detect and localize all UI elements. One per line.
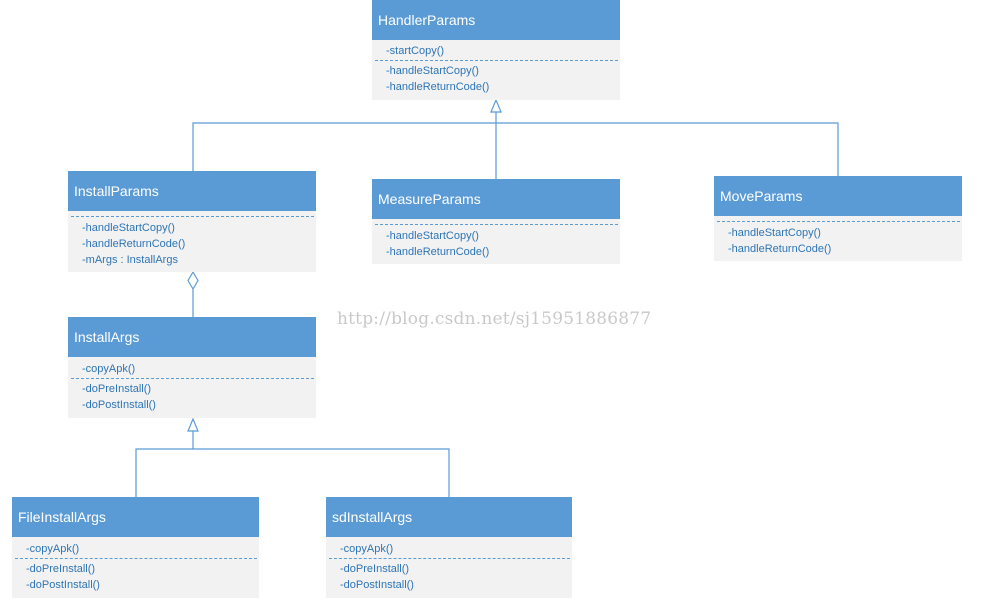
aggregation-diamond — [187, 270, 199, 291]
class-handler-params: HandlerParams -startCopy() -handleStartC… — [372, 0, 620, 100]
inherit-line-install-params — [192, 122, 496, 171]
member-divider — [71, 378, 314, 379]
member: -handleReturnCode() — [728, 243, 832, 255]
class-move-params: MoveParams -handleStartCopy() -handleRet… — [714, 176, 962, 261]
member-divider — [375, 224, 618, 225]
member: -handleReturnCode() — [386, 81, 490, 93]
member: -doPostInstall() — [340, 579, 414, 591]
member: -startCopy() — [386, 45, 445, 57]
member-divider — [375, 60, 618, 61]
class-file-install-args: FileInstallArgs -copyApk() -doPreInstall… — [12, 497, 259, 598]
inherit-line-move-params — [496, 122, 839, 176]
class-name: FileInstallArgs — [12, 497, 259, 537]
class-name: HandlerParams — [372, 0, 620, 40]
generalization-arrowhead-handler — [490, 98, 502, 113]
inherit-line-file-install-args — [135, 448, 193, 497]
class-sd-install-args: sdInstallArgs -copyApk() -doPreInstall()… — [326, 497, 572, 598]
member: -copyApk() — [340, 543, 394, 555]
member: -handleStartCopy() — [728, 227, 821, 239]
member: -mArgs : InstallArgs — [82, 254, 178, 266]
member: -doPostInstall() — [26, 579, 100, 591]
inherit-line-sd-install-args — [193, 448, 450, 497]
watermark-text: http://blog.csdn.net/sj15951886877 — [337, 309, 652, 329]
generalization-arrowhead-install-args — [187, 417, 199, 432]
member: -copyApk() — [26, 543, 80, 555]
member-divider — [329, 558, 570, 559]
member-divider — [717, 221, 960, 222]
member: -handleStartCopy() — [386, 230, 479, 242]
class-name: MoveParams — [714, 176, 962, 216]
member: -doPreInstall() — [340, 563, 410, 575]
member: -doPreInstall() — [82, 383, 152, 395]
member-divider — [71, 216, 314, 217]
member: -doPreInstall() — [26, 563, 96, 575]
member: -handleReturnCode() — [82, 238, 186, 250]
member: -copyApk() — [82, 363, 136, 375]
member: -handleReturnCode() — [386, 246, 490, 258]
member-divider — [15, 558, 257, 559]
class-measure-params: MeasureParams -handleStartCopy() -handle… — [372, 179, 620, 264]
class-name: sdInstallArgs — [326, 497, 572, 537]
class-install-args: InstallArgs -copyApk() -doPreInstall() -… — [68, 317, 316, 418]
class-name: MeasureParams — [372, 179, 620, 219]
class-name: InstallArgs — [68, 317, 316, 357]
class-install-params: InstallParams -handleStartCopy() -handle… — [68, 171, 316, 272]
member: -doPostInstall() — [82, 399, 156, 411]
member: -handleStartCopy() — [82, 222, 175, 234]
member: -handleStartCopy() — [386, 65, 479, 77]
class-name: InstallParams — [68, 171, 316, 211]
